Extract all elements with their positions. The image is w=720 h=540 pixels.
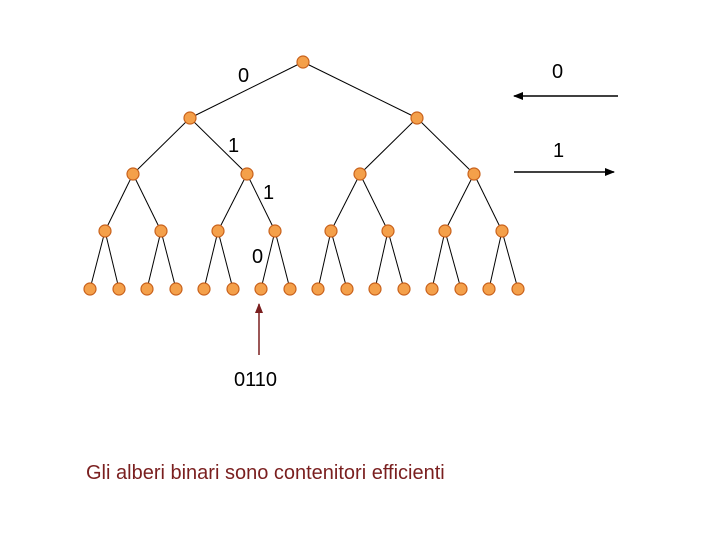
tree-edge <box>189 117 248 175</box>
tree-leaf-node <box>311 282 325 296</box>
tree-node <box>381 224 395 238</box>
tree-edge <box>260 230 276 290</box>
tree-leaf-node <box>454 282 468 296</box>
tree-leaf-node <box>511 282 525 296</box>
tree-leaf-node <box>169 282 183 296</box>
tree-node <box>183 111 197 125</box>
tree-edge <box>203 230 219 290</box>
tree-edge <box>132 117 191 175</box>
tree-leaf-node <box>254 282 268 296</box>
tree-edge <box>501 230 519 290</box>
tree-leaf-node <box>226 282 240 296</box>
tree-leaf-node <box>425 282 439 296</box>
tree-node <box>410 111 424 125</box>
tree-edge <box>473 173 503 232</box>
tree-leaf-node <box>397 282 411 296</box>
path-label-level-1: 0 <box>238 65 250 87</box>
tree-edge <box>488 230 503 290</box>
tree-edge <box>217 173 248 232</box>
tree-edge <box>444 173 475 232</box>
tree-edge <box>359 117 418 175</box>
tree-edge <box>330 230 348 290</box>
tree-node <box>353 167 367 181</box>
tree-edge <box>317 230 332 290</box>
tree-node <box>324 224 338 238</box>
tree-node <box>211 224 225 238</box>
path-label-level-4: 0 <box>252 246 264 268</box>
tree-leaf-node <box>482 282 496 296</box>
tree-edge <box>160 230 177 290</box>
tree-edge <box>302 61 418 119</box>
tree-nodes <box>83 55 525 296</box>
tree-edge <box>330 173 361 232</box>
tree-leaf-node <box>140 282 154 296</box>
tree-edge <box>246 173 276 232</box>
tree-leaf-node <box>112 282 126 296</box>
tree-edge <box>146 230 162 290</box>
tree-edge <box>89 230 106 290</box>
tree-edge <box>359 173 389 232</box>
tree-edge <box>104 173 134 232</box>
tree-edge <box>387 230 405 290</box>
tree-node <box>98 224 112 238</box>
legend-left-value: 0 <box>552 61 564 83</box>
tree-leaf-node <box>283 282 297 296</box>
tree-leaf-node <box>197 282 211 296</box>
tree-edge <box>431 230 446 290</box>
result-code: 0110 <box>234 369 278 391</box>
tree-edge <box>132 173 162 232</box>
tree-edge <box>274 230 291 290</box>
legend-right-value: 1 <box>553 140 565 162</box>
tree-leaf-node <box>83 282 97 296</box>
tree-node <box>495 224 509 238</box>
path-label-level-2: 1 <box>228 135 240 157</box>
tree-edge <box>189 61 304 119</box>
tree-edge <box>374 230 389 290</box>
tree-edge <box>104 230 120 290</box>
tree-edges <box>89 61 519 290</box>
tree-root-node <box>296 55 310 69</box>
path-label-level-3: 1 <box>263 182 275 204</box>
tree-node <box>467 167 481 181</box>
tree-node <box>268 224 282 238</box>
caption: Gli alberi binari sono contenitori effic… <box>86 462 445 484</box>
tree-leaf-node <box>368 282 382 296</box>
tree-edge <box>444 230 462 290</box>
tree-leaf-node <box>340 282 354 296</box>
tree-node <box>438 224 452 238</box>
tree-edge <box>217 230 234 290</box>
tree-edge <box>416 117 475 175</box>
tree-node <box>154 224 168 238</box>
tree-node <box>126 167 140 181</box>
tree-node <box>240 167 254 181</box>
